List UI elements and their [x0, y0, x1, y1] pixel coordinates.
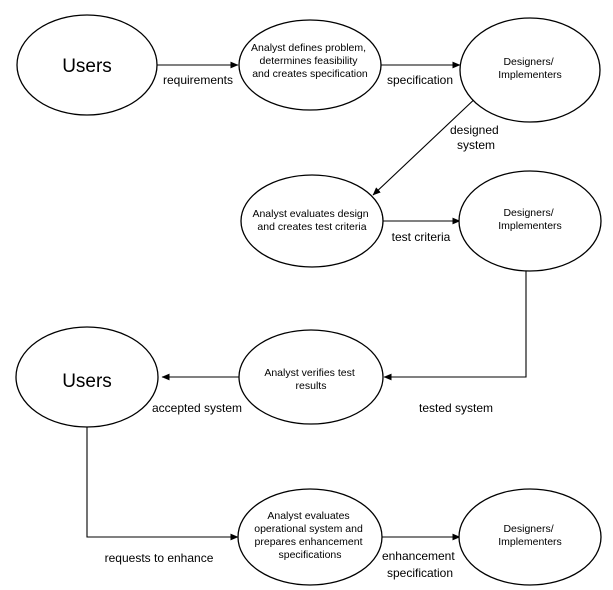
edge-designed-system	[372, 93, 481, 196]
edge-requests-to-enhance	[86, 425, 239, 541]
svg-text:Designers/ Implementers: Designers/ Implementers	[498, 523, 562, 548]
svg-text:specification: specification	[387, 73, 453, 87]
svg-text:Analyst evaluates operat: Analyst evaluates operational system and…	[254, 510, 366, 561]
users-top-node: Users	[16, 14, 158, 116]
svg-text:Users: Users	[62, 56, 112, 77]
label-requests-to-enhance: requests to enhance	[105, 551, 214, 565]
designers-node-3: Designers/ Implementers	[458, 488, 602, 586]
svg-text:Analyst verifies test re: Analyst verifies test results	[264, 367, 357, 392]
analyst-enhance-line-4: specifications	[278, 549, 341, 561]
analyst-evaluate-design-node: Analyst evaluates design and creates tes…	[240, 174, 384, 268]
users-bottom-node: Users	[15, 326, 159, 428]
svg-text:test criteria: test criteria	[392, 230, 451, 244]
analyst-define-line-1: Analyst defines problem,	[251, 42, 366, 54]
svg-text:Analyst defines problem,: Analyst defines problem, determines feas…	[251, 42, 369, 80]
svg-text:accepted system: accepted system	[152, 401, 242, 415]
analyst-define-line-2: determines feasibility	[260, 55, 359, 67]
designers-3-line-2: Implementers	[498, 536, 562, 548]
analyst-evaluate-design-line-2: and creates test criteria	[257, 221, 366, 233]
edge-tested-system	[383, 270, 527, 381]
designers-1-line-1: Designers/	[503, 56, 553, 68]
label-accepted-system: accepted system	[152, 401, 242, 415]
analyst-verify-line-2: results	[296, 380, 327, 392]
designers-node-2: Designers/ Implementers	[458, 170, 602, 272]
analyst-enhance-line-1: Analyst evaluates	[267, 510, 349, 522]
svg-text:Designers/ Implementers: Designers/ Implementers	[498, 207, 562, 232]
svg-text:requirements: requirements	[163, 73, 233, 87]
label-requirements: requirements	[163, 73, 233, 87]
svg-text:requests to enhance: requests to enhance	[105, 551, 214, 565]
svg-text:designed system: designed system	[450, 123, 502, 152]
label-test-criteria: test criteria	[392, 230, 451, 244]
analyst-define-line-3: and creates specification	[252, 68, 368, 80]
analyst-verify-node: Analyst verifies test results	[238, 329, 384, 425]
analyst-enhance-line-2: operational system and	[254, 523, 363, 535]
analyst-enhance-node: Analyst evaluates operational system and…	[237, 488, 383, 586]
svg-text:Analyst evaluates design: Analyst evaluates design and creates tes…	[252, 208, 371, 233]
svg-text:enhancement specification: enhancement specification	[382, 549, 458, 580]
analyst-evaluate-design-line-1: Analyst evaluates design	[252, 208, 368, 220]
designers-2-line-2: Implementers	[498, 220, 562, 232]
svg-text:Designers/ Implementers: Designers/ Implementers	[498, 56, 562, 81]
analyst-enhance-line-3: prepares enhancement	[255, 536, 363, 548]
analyst-define-node: Analyst defines problem, determines feas…	[238, 19, 382, 111]
label-designed-system-line-2: system	[457, 138, 495, 152]
svg-text:tested system: tested system	[419, 401, 493, 415]
label-enhancement-specification-line-1: enhancement	[382, 549, 455, 563]
designers-1-line-2: Implementers	[498, 69, 562, 81]
designers-2-line-1: Designers/	[503, 207, 553, 219]
designers-3-line-1: Designers/	[503, 523, 553, 535]
users-bottom-label: Users	[62, 371, 112, 392]
designers-node-1: Designers/ Implementers	[459, 17, 601, 123]
label-tested-system: tested system	[419, 401, 493, 415]
users-top-label: Users	[62, 56, 112, 77]
label-designed-system-line-1: designed	[450, 123, 499, 137]
svg-text:Users: Users	[62, 371, 112, 392]
analyst-verify-line-1: Analyst verifies test	[264, 367, 355, 379]
label-specification: specification	[387, 73, 453, 87]
label-enhancement-specification-line-2: specification	[387, 566, 453, 580]
